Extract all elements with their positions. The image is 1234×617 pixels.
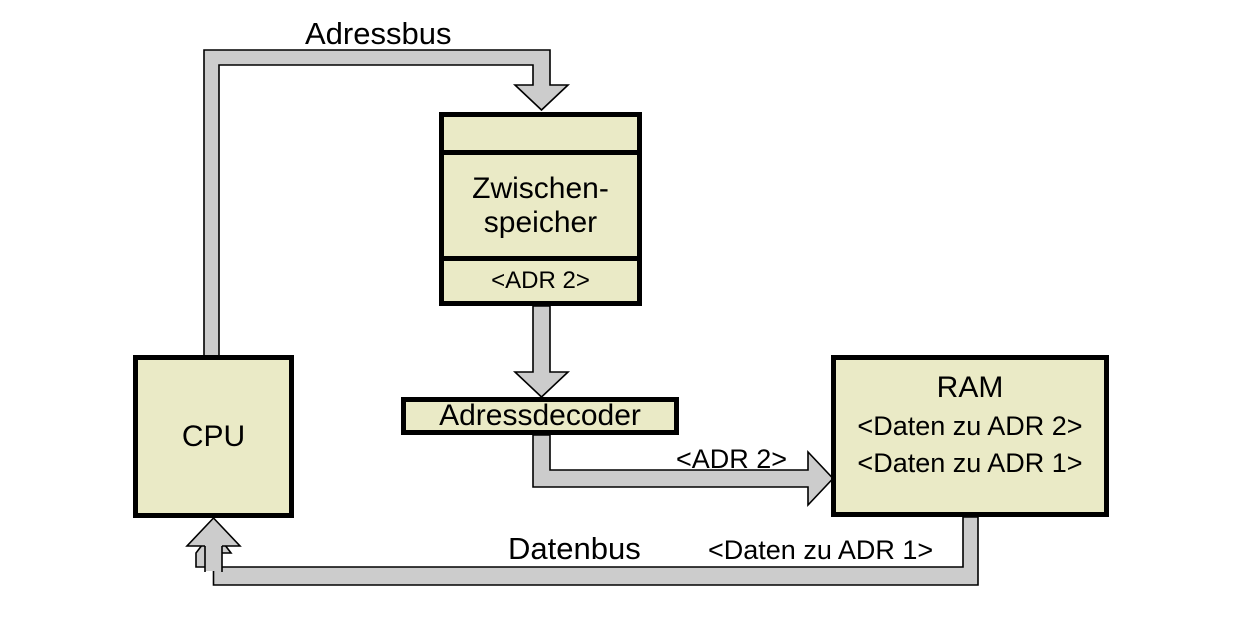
node-ram[interactable]: RAM <Daten zu ADR 2> <Daten zu ADR 1> <box>831 355 1109 517</box>
zwischenspeicher-to-adressdecoder-arrow <box>512 305 571 399</box>
datenbus-arrow-shaft <box>205 545 222 571</box>
zwischenspeicher-top-slot <box>444 117 637 155</box>
node-cpu[interactable]: CPU <box>133 355 294 518</box>
datenbus-shaft-outline <box>204 546 223 572</box>
node-cpu-label: CPU <box>181 419 246 453</box>
node-zwischenspeicher[interactable]: Zwischen- speicher <ADR 2> <box>439 112 642 306</box>
node-ram-cell-adr1: <Daten zu ADR 1> <box>857 448 1083 479</box>
zwischenspeicher-label-line1: Zwischen- <box>472 171 609 205</box>
edge-label-daten-zu-adr1: <Daten zu ADR 1> <box>708 535 934 565</box>
zwischenspeicher-label-line2: speicher <box>483 205 598 239</box>
node-ram-title: RAM <box>936 371 1004 405</box>
node-adressdecoder-label: Adressdecoder <box>439 399 641 433</box>
adressdecoder-to-ram-arrow <box>532 434 835 508</box>
node-ram-cell-adr2: <Daten zu ADR 2> <box>857 411 1083 442</box>
zwischenspeicher-value: <ADR 2> <box>491 266 590 294</box>
edge-label-adr2: <ADR 2> <box>676 444 788 474</box>
edge-label-adressbus: Adressbus <box>305 16 452 51</box>
zwischenspeicher-label: Zwischen- speicher <box>444 155 637 261</box>
adressbus-arrow <box>203 49 571 357</box>
datenbus-arrowhead-icon <box>185 516 242 547</box>
node-adressdecoder[interactable]: Adressdecoder <box>401 397 679 435</box>
edge-label-datenbus: Datenbus <box>508 531 641 566</box>
